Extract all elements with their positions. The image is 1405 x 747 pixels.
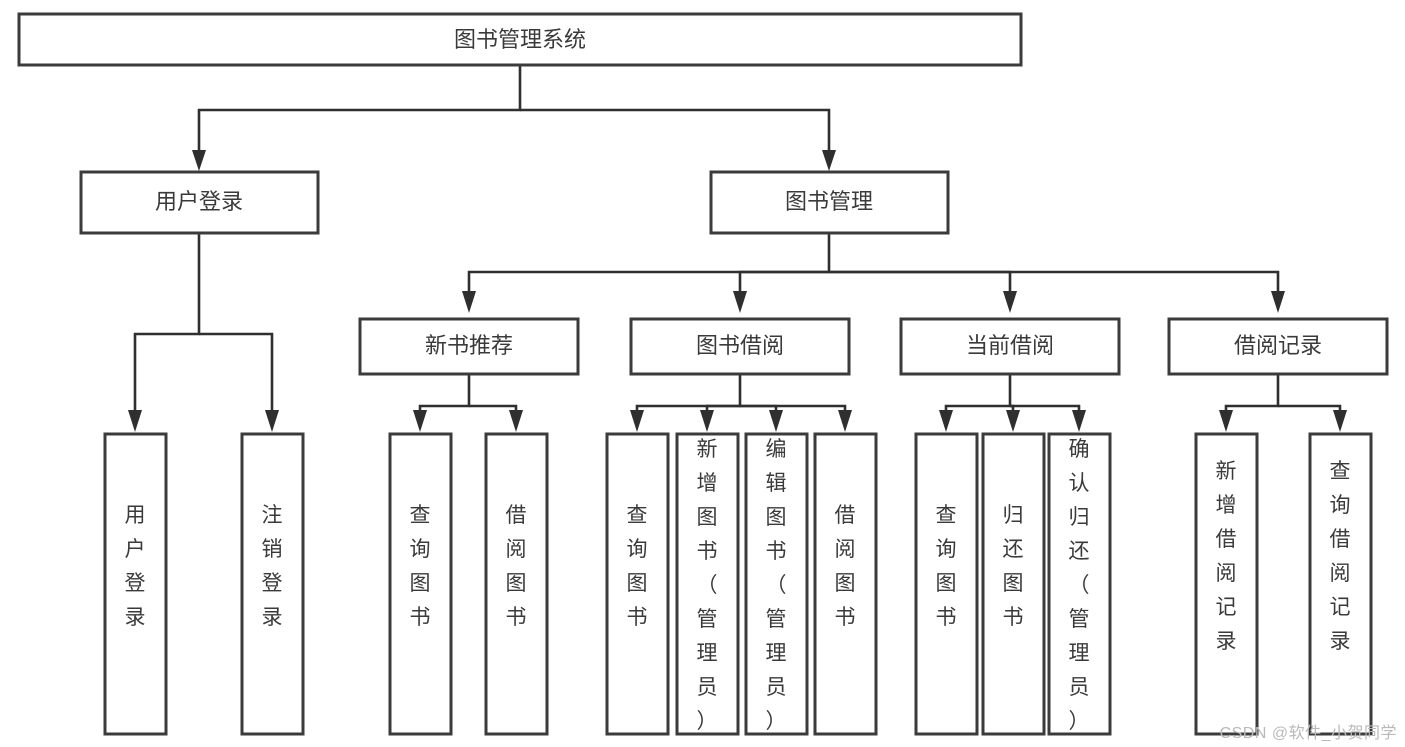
leaf-user-logout[interactable]: 注销登录: [240, 432, 305, 736]
node-book-management[interactable]: 图书管理: [709, 170, 950, 235]
leaf-borrow-lend-label: 借阅图书: [835, 504, 856, 629]
leaf-newbook-query[interactable]: 查询图书: [388, 432, 453, 736]
leaf-borrow-edit-label: 编辑图书（管理员）: [766, 438, 787, 733]
node-new-book-recommend-label: 新书推荐: [425, 333, 513, 358]
edges-newbook-to-leaves: [413, 374, 523, 432]
leaf-user-login[interactable]: 用户登录: [103, 432, 168, 736]
edges-borrow-to-leaves: [630, 374, 852, 432]
node-borrow-record[interactable]: 借阅记录: [1167, 317, 1389, 376]
leaf-user-logout-label: 注销登录: [262, 504, 283, 629]
leaf-borrow-add[interactable]: 新增图书（管理员）: [675, 432, 740, 736]
node-user-login[interactable]: 用户登录: [79, 170, 320, 235]
leaf-current-return-label: 归还图书: [1003, 504, 1024, 629]
edges-current-to-leaves: [939, 374, 1086, 432]
leaf-current-confirm[interactable]: 确认归还（管理员）: [1047, 432, 1112, 736]
edges-bookmgmt-to-level3: [462, 233, 1285, 313]
node-current-borrow-label: 当前借阅: [966, 333, 1054, 358]
node-book-borrow-label: 图书借阅: [696, 333, 784, 358]
node-root[interactable]: 图书管理系统: [17, 12, 1023, 67]
leaf-record-query-label: 查询借阅记录: [1330, 460, 1351, 653]
leaf-current-return[interactable]: 归还图书: [981, 432, 1046, 736]
leaf-record-query[interactable]: 查询借阅记录: [1308, 432, 1373, 736]
leaf-current-query-label: 查询图书: [936, 504, 957, 629]
leaf-borrow-edit[interactable]: 编辑图书（管理员）: [744, 432, 809, 736]
leaf-user-login-label: 用户登录: [125, 504, 146, 629]
leaf-borrow-lend[interactable]: 借阅图书: [813, 432, 878, 736]
leaf-newbook-query-label: 查询图书: [410, 504, 431, 629]
node-current-borrow[interactable]: 当前借阅: [899, 317, 1121, 376]
leaf-newbook-borrow[interactable]: 借阅图书: [484, 432, 549, 736]
edges-root-to-level2: [192, 65, 836, 171]
node-borrow-record-label: 借阅记录: [1234, 333, 1322, 358]
node-user-login-label: 用户登录: [155, 189, 243, 214]
leaf-record-add[interactable]: 新增借阅记录: [1194, 432, 1259, 736]
leaf-newbook-borrow-label: 借阅图书: [506, 504, 527, 629]
node-book-borrow[interactable]: 图书借阅: [629, 317, 851, 376]
leaf-current-confirm-label: 确认归还（管理员）: [1069, 438, 1090, 733]
leaf-record-add-label: 新增借阅记录: [1216, 460, 1237, 653]
edges-record-to-leaves: [1219, 374, 1347, 432]
leaf-borrow-add-label: 新增图书（管理员）: [697, 438, 718, 733]
node-new-book-recommend[interactable]: 新书推荐: [358, 317, 580, 376]
leaf-borrow-query[interactable]: 查询图书: [605, 432, 670, 736]
edges-login-to-leaves: [128, 233, 279, 432]
node-root-label: 图书管理系统: [454, 27, 586, 52]
csdn-watermark: CSDN @软件_小贺同学: [1219, 725, 1397, 742]
node-book-management-label: 图书管理: [785, 189, 873, 214]
leaf-current-query[interactable]: 查询图书: [914, 432, 979, 736]
leaf-borrow-query-label: 查询图书: [627, 504, 648, 629]
